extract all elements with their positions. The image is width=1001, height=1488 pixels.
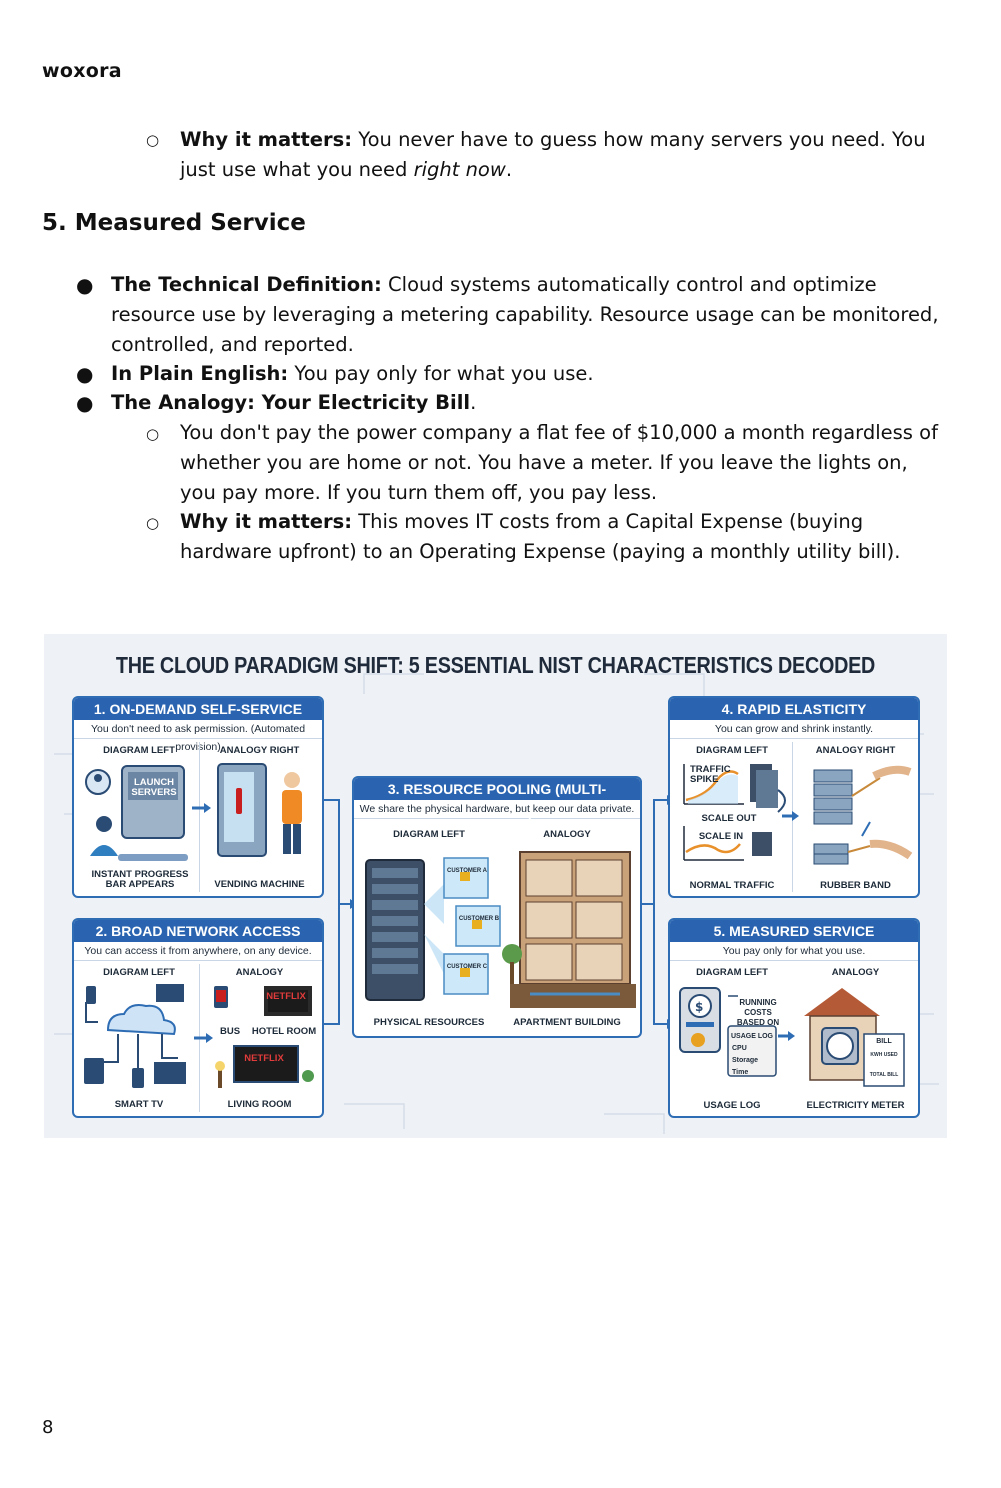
running-costs-label: RUNNING COSTS BASED ON bbox=[736, 998, 780, 1027]
panel-subtitle: You can access it from anywhere, on any … bbox=[74, 942, 322, 961]
hotel-room-label: HOTEL ROOM bbox=[251, 1026, 317, 1037]
panel-title: 4. RAPID ELASTICITY bbox=[670, 698, 918, 720]
panel-title: 2. BROAD NETWORK ACCESS bbox=[74, 920, 322, 942]
sub-bullet-marker: ○ bbox=[146, 131, 160, 149]
diagram-left-heading: DIAGRAM LEFT bbox=[103, 967, 175, 978]
sub-bullet-marker: ○ bbox=[146, 514, 160, 532]
analogy-right-heading: ANALOGY RIGHT bbox=[815, 745, 896, 756]
bill-label: BILL bbox=[876, 1038, 892, 1045]
panel-subtitle: You pay only for what you use. bbox=[670, 942, 918, 961]
scale-out-label: SCALE OUT bbox=[701, 813, 757, 824]
label: The Technical Definition: bbox=[111, 273, 382, 296]
caption-left: NORMAL TRAFFIC bbox=[689, 880, 775, 891]
section-heading: 5. Measured Service bbox=[42, 210, 306, 236]
why-it-matters-top: Why it matters: You never have to guess … bbox=[180, 125, 940, 185]
customer-b-label: CUSTOMER B bbox=[458, 916, 500, 922]
caption-left: PHYSICAL RESOURCES bbox=[373, 1017, 485, 1028]
text: . bbox=[505, 158, 513, 181]
analogy-right-heading: ANALOGY RIGHT bbox=[219, 745, 300, 756]
page-number: 8 bbox=[42, 1417, 54, 1438]
svg-text:$: $ bbox=[695, 1000, 703, 1014]
analogy-heading: ANALOGY bbox=[831, 967, 880, 978]
bullet-marker: ● bbox=[76, 273, 94, 297]
sub-bullet-power-company: You don't pay the power company a flat f… bbox=[180, 421, 938, 504]
label: The Analogy: Your Electricity Bill bbox=[111, 391, 471, 414]
caption-right: VENDING MACHINE bbox=[214, 879, 305, 890]
bullet-marker: ● bbox=[76, 362, 94, 386]
diagram-left-heading: DIAGRAM LEFT bbox=[696, 745, 768, 756]
bullet-marker: ● bbox=[76, 391, 94, 415]
customer-c-label: CUSTOMER C bbox=[446, 964, 488, 970]
panel-broad-network: 2. BROAD NETWORK ACCESS You can access i… bbox=[72, 918, 324, 1118]
bus-label: BUS bbox=[219, 1026, 241, 1037]
launch-servers-label: LAUNCH SERVERS bbox=[131, 777, 177, 798]
total-bill-label: TOTAL BILL bbox=[869, 1072, 899, 1078]
text: Cloud systems automatically control and … bbox=[111, 273, 939, 356]
text: You pay only for what you use. bbox=[288, 362, 594, 385]
network-art bbox=[84, 984, 314, 1088]
text: . bbox=[470, 391, 477, 414]
bullet-plain-english: In Plain English: You pay only for what … bbox=[111, 359, 941, 389]
time-label: Time bbox=[732, 1069, 749, 1076]
divider bbox=[199, 742, 200, 892]
infographic-title: THE CLOUD PARADIGM SHIFT: 5 ESSENTIAL NI… bbox=[115, 652, 876, 678]
label: In Plain English: bbox=[111, 362, 289, 385]
panel-title: 1. ON-DEMAND SELF-SERVICE bbox=[74, 698, 322, 720]
cpu-label: CPU bbox=[732, 1045, 747, 1052]
sub-bullet-why-it-matters: Why it matters: This moves IT costs from… bbox=[180, 507, 940, 567]
bullet-technical-definition: The Technical Definition: Cloud systems … bbox=[111, 270, 941, 360]
diagram-left-heading: DIAGRAM LEFT bbox=[393, 829, 465, 840]
caption-right: APARTMENT BUILDING bbox=[513, 1017, 621, 1028]
panel-subtitle: You don't need to ask permission. (Autom… bbox=[74, 720, 322, 753]
usage-log-title: USAGE LOG bbox=[730, 1033, 773, 1040]
netflix-logo: NETFLIX bbox=[266, 991, 306, 1002]
panel-measured-service: 5. MEASURED SERVICE You pay only for wha… bbox=[668, 918, 920, 1118]
metering-art: $ bbox=[679, 987, 905, 1087]
caption-right: ELECTRICITY METER bbox=[806, 1100, 905, 1111]
label: Why it matters: bbox=[180, 128, 353, 151]
panel-on-demand: 1. ON-DEMAND SELF-SERVICE You don't need… bbox=[72, 696, 324, 898]
text: This moves IT costs from a Capital Expen… bbox=[180, 510, 901, 563]
sub-bullet-marker: ○ bbox=[146, 425, 160, 443]
storage-label: Storage bbox=[732, 1057, 759, 1064]
pooling-art bbox=[365, 851, 636, 1008]
emphasis: right now bbox=[413, 158, 506, 181]
caption-left: USAGE LOG bbox=[703, 1100, 761, 1111]
panel-subtitle: You can grow and shrink instantly. bbox=[670, 720, 918, 739]
panel-title: 5. MEASURED SERVICE bbox=[670, 920, 918, 942]
elasticity-art bbox=[683, 764, 913, 865]
scale-in-label: SCALE IN bbox=[698, 831, 744, 842]
cloud-infographic: THE CLOUD PARADIGM SHIFT: 5 ESSENTIAL NI… bbox=[44, 634, 947, 1138]
analogy-heading: ANALOGY bbox=[543, 829, 591, 840]
diagram-left-heading: DIAGRAM LEFT bbox=[103, 745, 175, 756]
brand-name: woxora bbox=[42, 60, 122, 82]
analogy-heading: ANALOGY bbox=[235, 967, 284, 978]
diagram-left-heading: DIAGRAM LEFT bbox=[696, 967, 768, 978]
panel-resource-pooling: 3. RESOURCE POOLING (MULTI-TENANCY) We s… bbox=[352, 776, 642, 1038]
bullet-analogy: The Analogy: Your Electricity Bill. bbox=[111, 388, 941, 418]
caption-right: LIVING ROOM bbox=[227, 1099, 292, 1110]
panel-title: 3. RESOURCE POOLING (MULTI-TENANCY) bbox=[354, 778, 640, 819]
netflix-tv-logo: NETFLIX bbox=[244, 1053, 284, 1064]
panel-subtitle: We share the physical hardware, but keep… bbox=[354, 800, 640, 819]
caption-left: INSTANT PROGRESS BAR APPEARS bbox=[91, 869, 189, 890]
text: You never have to guess how many servers… bbox=[180, 128, 926, 181]
self-service-art bbox=[85, 763, 302, 861]
panel-rapid-elasticity: 4. RAPID ELASTICITY You can grow and shr… bbox=[668, 696, 920, 898]
kwh-used-label: KWH USED bbox=[870, 1052, 898, 1058]
caption-right: RUBBER BAND bbox=[820, 880, 891, 891]
caption-left: SMART TV bbox=[114, 1099, 164, 1110]
traffic-spike-label: TRAFFIC SPIKE bbox=[690, 764, 731, 785]
label: Why it matters: bbox=[180, 510, 353, 533]
customer-a-label: CUSTOMER A bbox=[446, 868, 487, 874]
